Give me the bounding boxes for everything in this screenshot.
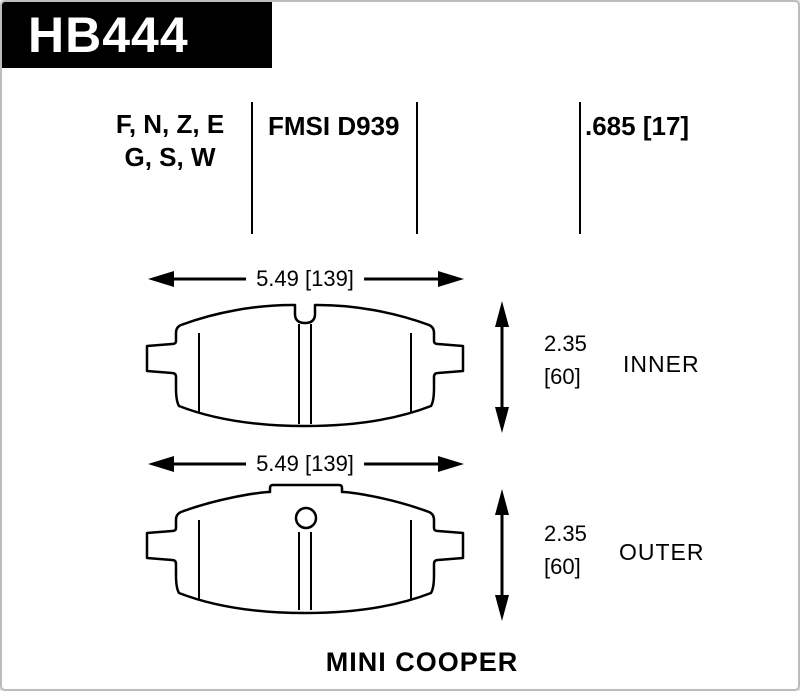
inner-height-dimension-mm: [60] — [544, 364, 581, 389]
inner-height-dimension-arrow — [495, 301, 509, 433]
arrowhead-down-icon — [495, 595, 509, 621]
inner-width-dimension-label: 5.49 [139] — [246, 266, 364, 292]
inner-pad-label: INNER — [623, 351, 700, 377]
fmsi-number: FMSI D939 — [268, 111, 400, 141]
inner-pad-drawing — [145, 303, 465, 428]
arrowhead-up-icon — [495, 489, 509, 515]
header-dividers — [251, 102, 581, 234]
compound-codes-line1: F, N, Z, E — [115, 109, 225, 139]
arrowhead-up-icon — [495, 301, 509, 327]
pad-thickness: .685 [17] — [585, 111, 690, 141]
inner-height-dimension-in: 2.35 — [544, 331, 587, 356]
part-number-box: HB444 — [2, 2, 272, 68]
outer-pad-hole — [294, 506, 318, 530]
arrowhead-left-icon — [148, 271, 174, 287]
arrowhead-right-icon — [438, 271, 464, 287]
outer-height-dimension-mm: [60] — [544, 554, 581, 579]
outer-pad-drawing — [145, 483, 465, 615]
inner-pad-outline — [145, 303, 465, 428]
outer-height-dimension-arrow — [495, 489, 509, 621]
outer-height-dimension-in: 2.35 — [544, 521, 587, 546]
vehicle-name: MINI COOPER — [325, 647, 519, 677]
arrowhead-left-icon — [148, 456, 174, 472]
outer-pad-label: OUTER — [619, 539, 705, 565]
outer-pad-outline — [145, 483, 465, 615]
compound-codes: F, N, Z, E G, S, W — [100, 108, 240, 174]
outer-width-dimension-label: 5.49 [139] — [246, 451, 364, 477]
arrowhead-right-icon — [438, 456, 464, 472]
arrowhead-down-icon — [495, 407, 509, 433]
compound-codes-line2: G, S, W — [124, 142, 216, 172]
part-number: HB444 — [28, 7, 189, 63]
